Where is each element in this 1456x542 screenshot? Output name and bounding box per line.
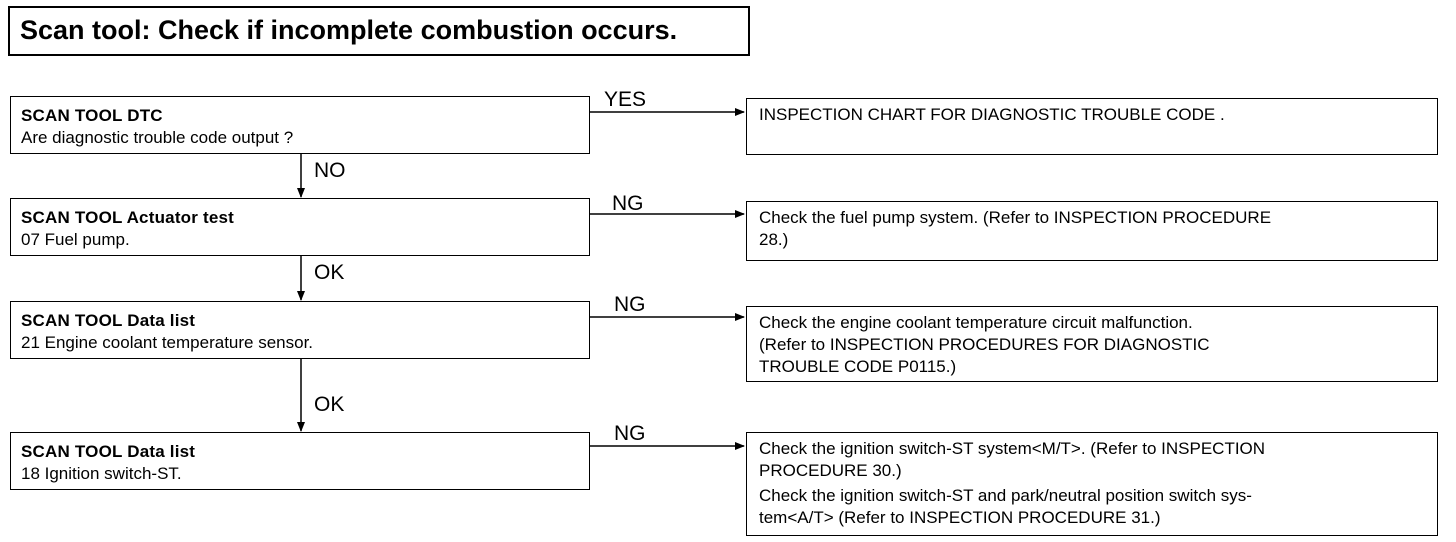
branch-label-ng: NG [614, 293, 646, 316]
down-label-no: NO [314, 159, 346, 182]
step-heading: SCAN TOOL Data list [21, 442, 196, 461]
step-box-data-list-ignition: SCAN TOOL Data list 18 Ignition switch-S… [10, 432, 590, 490]
result-line: Check the ignition switch-ST system<M/T>… [759, 439, 1266, 458]
step-box-actuator-test: SCAN TOOL Actuator test 07 Fuel pump. [10, 198, 590, 256]
step-heading: SCAN TOOL Actuator test [21, 208, 235, 227]
result-box-dtc-chart: INSPECTION CHART FOR DIAGNOSTIC TROUBLE … [746, 98, 1438, 155]
result-box-fuel-pump: Check the fuel pump system. (Refer to IN… [746, 201, 1438, 261]
result-box-coolant-circuit: Check the engine coolant temperature cir… [746, 306, 1438, 382]
step-item: 21 Engine coolant temperature sensor. [21, 333, 314, 352]
down-label-ok: OK [314, 261, 345, 284]
result-line: INSPECTION CHART FOR DIAGNOSTIC TROUBLE … [759, 105, 1225, 124]
result-line: Check the ignition switch-ST and park/ne… [759, 486, 1252, 505]
result-line: PROCEDURE 30.) [759, 461, 902, 480]
step-item: 18 Ignition switch-ST. [21, 464, 182, 483]
result-line: TROUBLE CODE P0115.) [759, 357, 957, 376]
result-box-ignition-switch: Check the ignition switch-ST system<M/T>… [746, 432, 1438, 536]
step-heading: SCAN TOOL Data list [21, 311, 196, 330]
result-line: (Refer to INSPECTION PROCEDURES FOR DIAG… [759, 335, 1210, 354]
branch-label-yes: YES [604, 88, 647, 111]
down-label-ok: OK [314, 393, 345, 416]
step-item: 07 Fuel pump. [21, 230, 130, 249]
result-line: Check the engine coolant temperature cir… [759, 313, 1193, 332]
result-line: Check the fuel pump system. (Refer to IN… [759, 208, 1272, 227]
branch-label-ng: NG [612, 192, 644, 215]
page-title: Scan tool: Check if incomplete combustio… [8, 6, 750, 56]
branch-label-ng: NG [614, 422, 646, 445]
result-line: tem<A/T> (Refer to INSPECTION PROCEDURE … [759, 508, 1161, 527]
step-heading: SCAN TOOL DTC [21, 106, 163, 125]
step-box-dtc: SCAN TOOL DTC Are diagnostic trouble cod… [10, 96, 590, 154]
step-box-data-list-coolant: SCAN TOOL Data list 21 Engine coolant te… [10, 301, 590, 359]
result-line: 28.) [759, 230, 789, 249]
step-question: Are diagnostic trouble code output ? [21, 128, 294, 147]
